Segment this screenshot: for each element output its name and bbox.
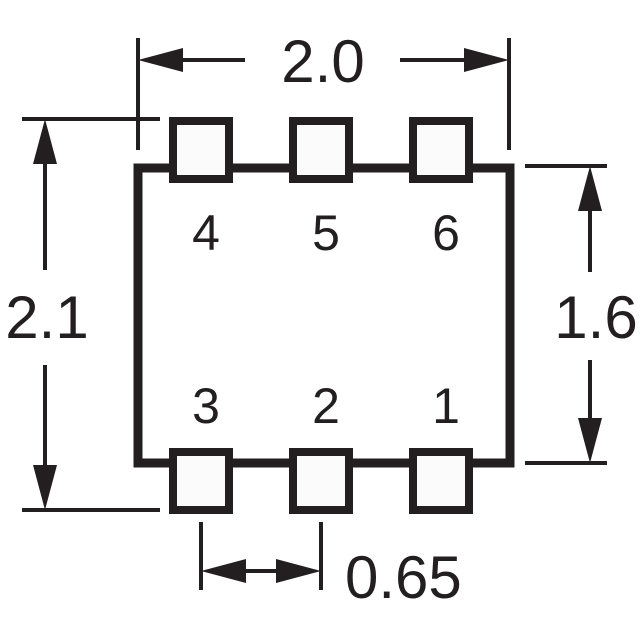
dimension-height-right: 1.6 (525, 164, 638, 465)
pad-6 (409, 117, 473, 183)
arrow-right-icon (276, 559, 321, 583)
arrow-down-icon (578, 418, 602, 463)
pad-2 (289, 448, 353, 514)
arrow-up-icon (578, 166, 602, 211)
pin-label-4: 4 (192, 205, 220, 261)
arrow-left-icon (138, 48, 183, 72)
dimension-pitch-bottom: 0.65 (199, 522, 462, 611)
pad-5 (289, 117, 353, 183)
arrow-right-icon (464, 48, 509, 72)
pad-1 (409, 448, 473, 514)
package-body (133, 163, 515, 468)
dimension-label-height-left: 2.1 (5, 284, 88, 351)
pin-label-2: 2 (312, 378, 340, 434)
pad-3 (169, 448, 233, 514)
dimension-width-top: 2.0 (136, 28, 511, 150)
pin-label-1: 1 (432, 378, 460, 434)
arrow-left-icon (201, 559, 246, 583)
pad-4 (169, 117, 233, 183)
arrow-down-icon (33, 465, 57, 510)
pin-label-6: 6 (432, 205, 460, 261)
dimension-height-left: 2.1 (5, 117, 160, 512)
arrow-up-icon (33, 119, 57, 164)
pin-label-5: 5 (312, 205, 340, 261)
dimension-label-width: 2.0 (281, 28, 364, 95)
pin-label-3: 3 (192, 378, 220, 434)
dimension-label-height-right: 1.6 (554, 284, 637, 351)
dimension-label-pitch: 0.65 (345, 544, 462, 611)
